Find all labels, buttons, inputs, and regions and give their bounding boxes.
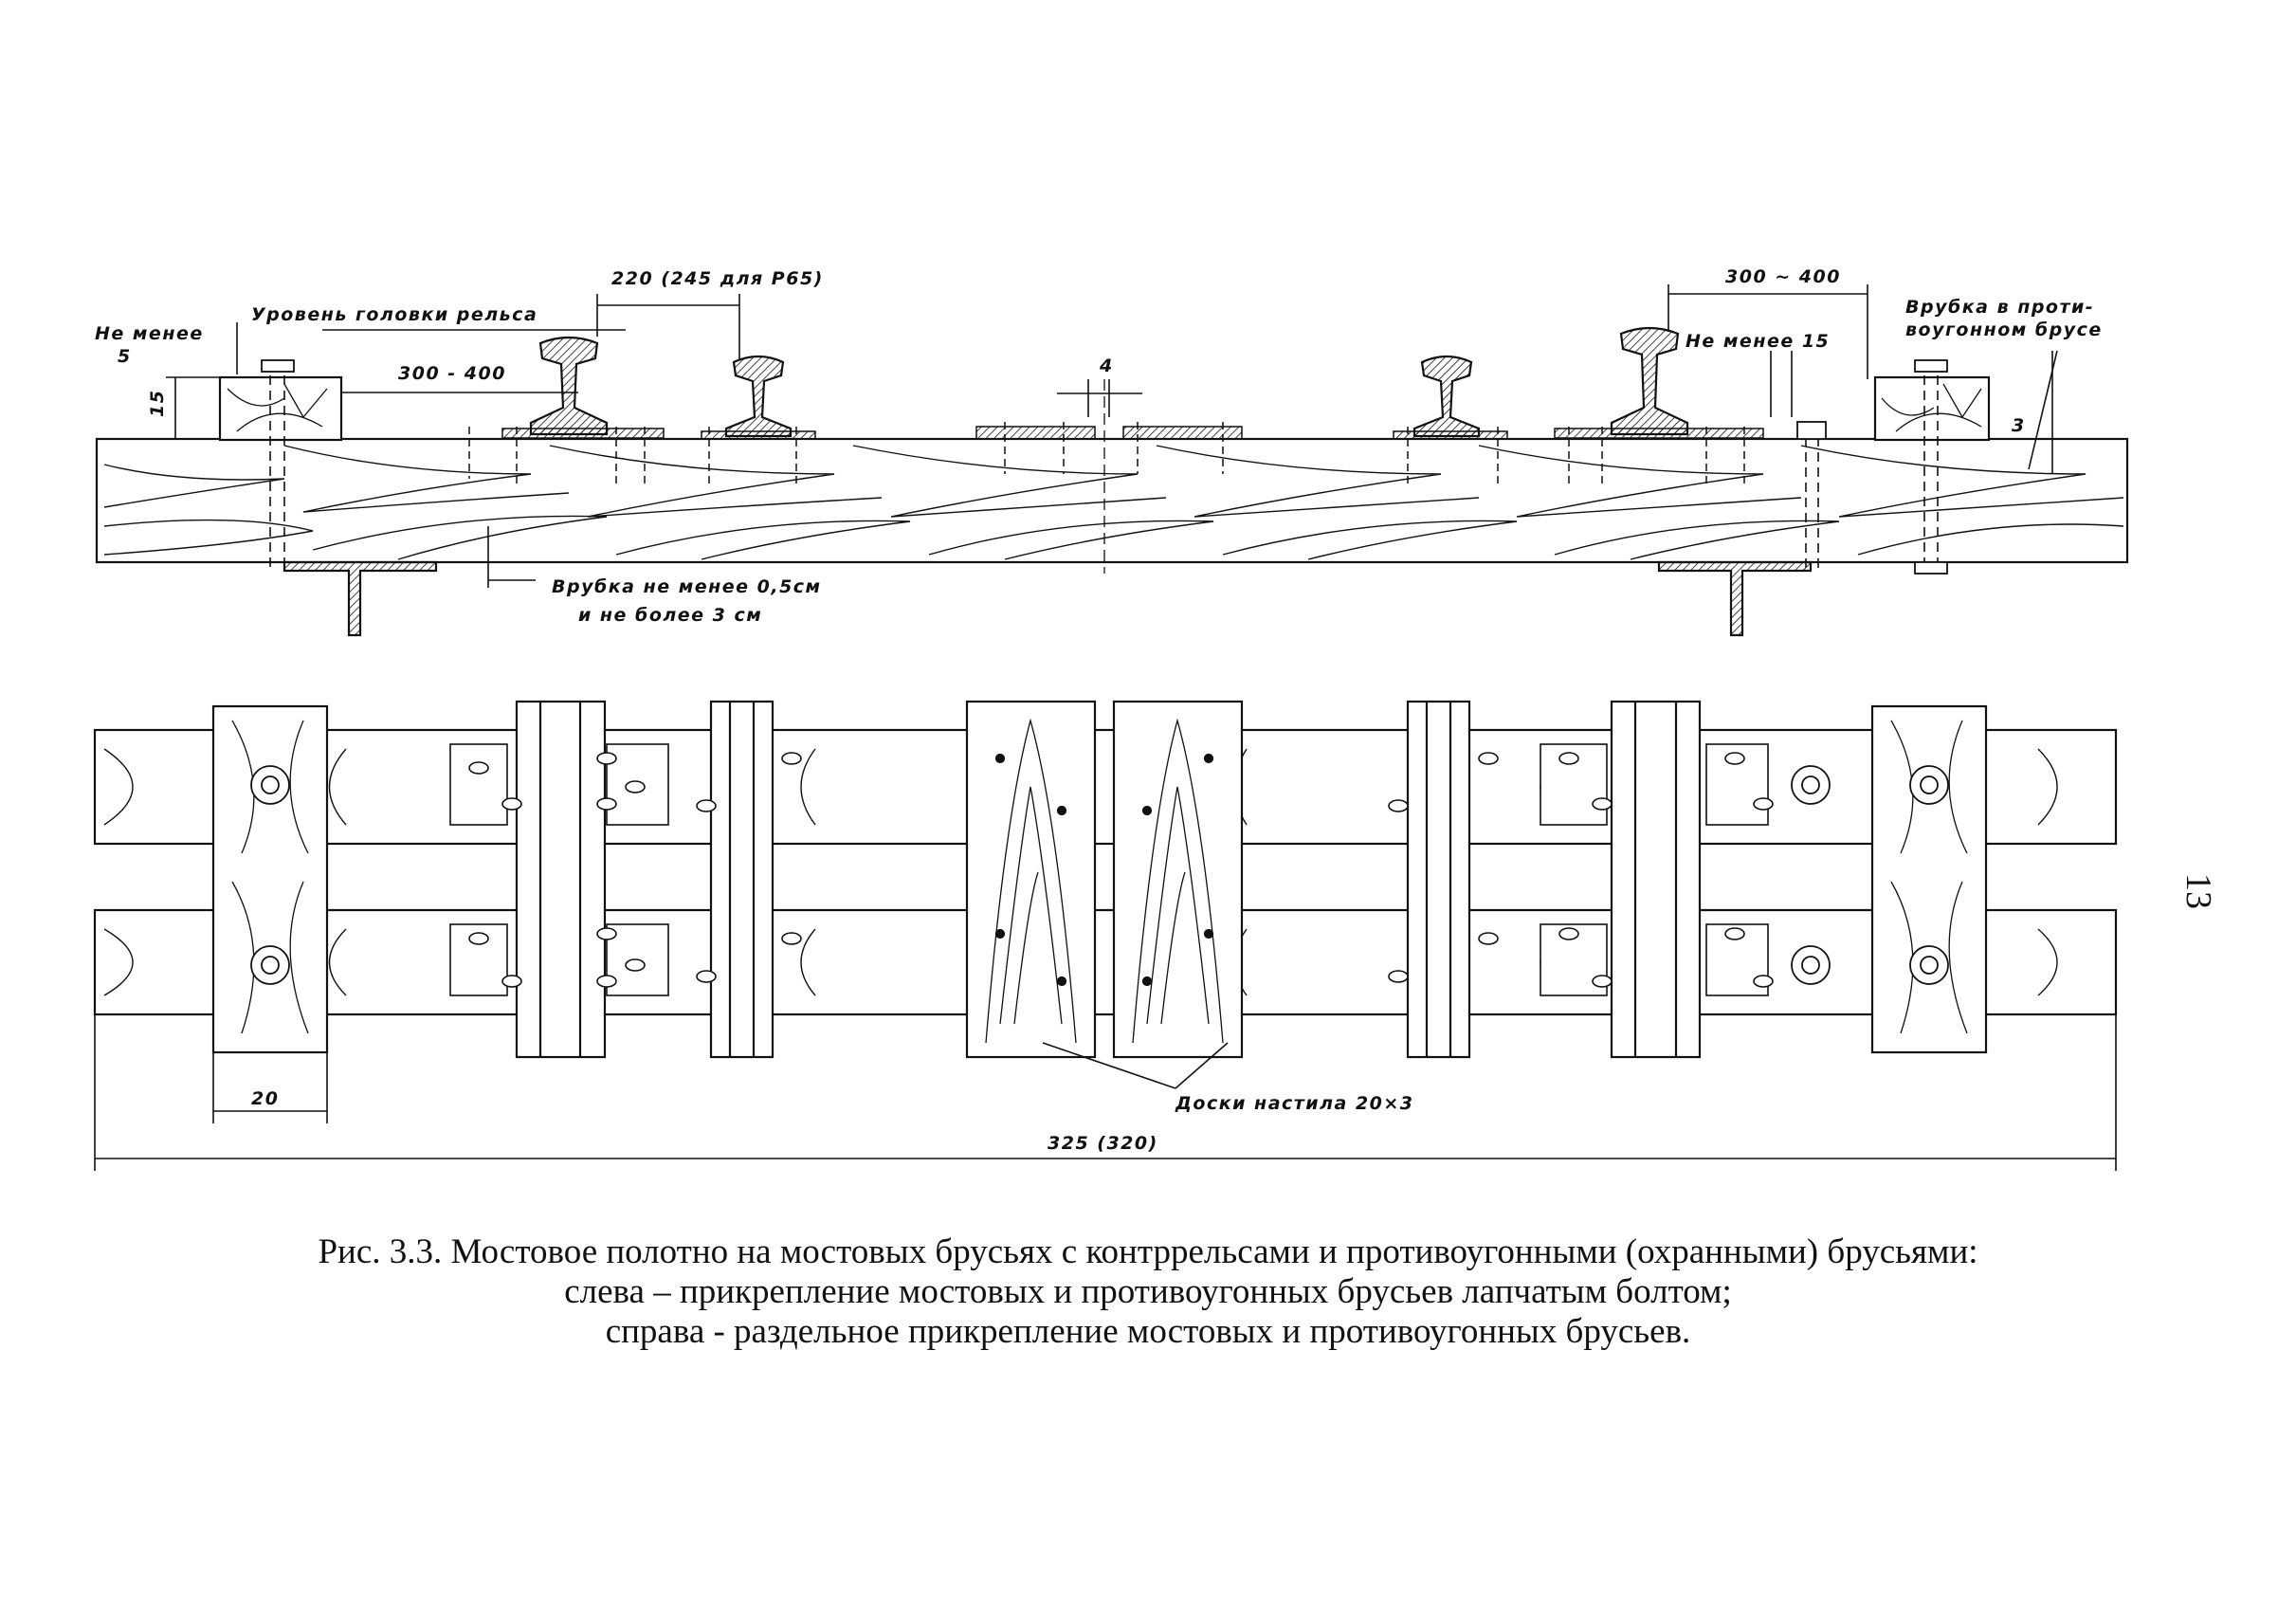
spikes-elevation (468, 422, 1745, 484)
page-number: 13 (2178, 873, 2218, 909)
plan-view (93, 700, 2118, 1171)
rail-profile-3 (1412, 355, 1481, 438)
caption-line-2: слева – прикрепление мостовых и противоу… (564, 1272, 1732, 1311)
rail-profile-4 (1610, 326, 1689, 436)
bridge-timber-plan-upper (93, 728, 2118, 846)
label-dist-300-400-left: 300 - 400 (398, 363, 506, 384)
deck-boards-plan (965, 700, 1244, 1059)
rails-plan (515, 700, 1702, 1059)
steel-angle-left (282, 560, 438, 637)
label-height-15: 15 (147, 390, 168, 417)
label-notch-guard-a: Врубка в проти- (1905, 297, 2094, 318)
plan-labels: 20 Доски настила 20×3 325 (320) (251, 1088, 1414, 1154)
elevation-view (95, 284, 2129, 637)
dimension-lines-elevation (166, 284, 2058, 588)
label-deck-boards: Доски настила 20×3 (1175, 1093, 1414, 1114)
label-not-less-5-b: 5 (118, 346, 132, 367)
bolt-heads-plan (250, 765, 1949, 985)
label-width-20: 20 (251, 1088, 279, 1109)
wood-grain-elevation (103, 445, 2124, 560)
label-dist-300-400-right: 300 ~ 400 (1725, 266, 1841, 287)
label-notch-depth-b: и не более 3 см (578, 605, 762, 626)
bolt-right-b (1923, 360, 1939, 574)
rail-profile-2 (724, 355, 793, 438)
hook-bolt-left (269, 360, 285, 569)
tie-plates-plan (449, 743, 1774, 996)
label-small-3: 3 (2012, 415, 2026, 436)
caption-line-1: Рис. 3.3. Мостовое полотно на мостовых б… (318, 1232, 1978, 1271)
dimension-lines-plan (94, 1014, 2117, 1171)
label-notch-depth-a: Врубка не менее 0,5см (552, 576, 822, 597)
guard-timber-right-plan (1870, 704, 1988, 1054)
label-rail-head-level: Уровень головки рельса (251, 304, 538, 325)
bridge-timber-plan-lower (93, 908, 2118, 1016)
label-not-less-15: Не менее 15 (1686, 331, 1830, 352)
label-total-length: 325 (320) (1048, 1133, 1158, 1154)
label-notch-guard-b: воугонном брусе (1905, 319, 2103, 340)
bridge-timber-elevation (95, 437, 2129, 564)
label-not-less-5-a: Не менее (95, 323, 204, 344)
elevation-labels: Не менее 5 Уровень головки рельса 15 220… (95, 266, 2103, 626)
rail-profile-1 (529, 336, 609, 436)
deck-board-elevation (975, 426, 1243, 440)
caption-line-3: справа - раздельное прикрепление мостовы… (605, 1312, 1691, 1351)
bolt-right-a (1805, 422, 1819, 569)
guard-timber-left-elevation (218, 375, 343, 442)
label-gauge-220: 220 (245 для Р65) (611, 268, 824, 289)
label-gap-4: 4 (1099, 356, 1114, 376)
steel-angle-right (1657, 560, 1813, 637)
figure-caption: Рис. 3.3. Мостовое полотно на мостовых б… (0, 1232, 2296, 1352)
guard-timber-left-plan (211, 704, 329, 1054)
